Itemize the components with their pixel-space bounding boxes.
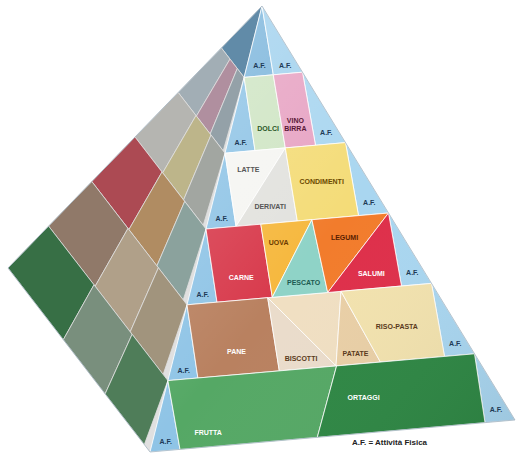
- food-group: CARNE: [229, 274, 254, 282]
- activity-marker: A.F.: [363, 199, 375, 207]
- food-group: ORTAGGI: [348, 394, 380, 402]
- food-group: FRUTTA: [194, 429, 221, 437]
- legend-note: A.F. = Attività Fisica: [352, 438, 427, 447]
- food-label: DERIVATI: [254, 203, 286, 211]
- food-label: SALUMI: [358, 270, 385, 278]
- food-group: RISO-PASTA: [376, 323, 418, 331]
- food-label: LATTE: [237, 166, 259, 174]
- pyramid-outline: [8, 6, 515, 452]
- activity-marker: A.F.: [253, 62, 265, 70]
- food-label: PESCATO: [287, 279, 320, 287]
- activity-marker: A.F.: [406, 269, 418, 277]
- food-label: PATATE: [343, 350, 369, 358]
- food-label: CARNE: [229, 274, 254, 282]
- activity-marker: A.F.: [320, 129, 332, 137]
- food-label: FRUTTA: [194, 429, 221, 437]
- activity-marker: A.F.: [235, 139, 247, 147]
- food-label: RISO-PASTA: [376, 323, 418, 331]
- activity-marker: A.F.: [159, 438, 171, 446]
- activity-marker: A.F.: [449, 340, 461, 348]
- food-group: LEGUMI: [331, 234, 358, 242]
- activity-marker: A.F.: [279, 62, 291, 70]
- food-group: VINO BIRRA: [282, 117, 308, 133]
- activity-marker: A.F.: [490, 406, 502, 414]
- food-label: ORTAGGI: [348, 394, 380, 402]
- food-label: LEGUMI: [331, 234, 358, 242]
- food-label: VINO BIRRA: [282, 117, 308, 133]
- food-label: DOLCI: [257, 125, 279, 133]
- food-group: SALUMI: [358, 270, 385, 278]
- food-group: UOVA: [269, 239, 289, 247]
- food-group: CONDIMENTI: [300, 178, 344, 186]
- food-group: BISCOTTI: [285, 355, 318, 363]
- food-group: DOLCI: [257, 125, 279, 133]
- food-label: PANE: [227, 348, 246, 356]
- food-group: PATATE: [343, 350, 369, 358]
- food-group: LATTE: [237, 166, 259, 174]
- face-sheen: [150, 6, 515, 452]
- food-group: PESCATO: [287, 279, 320, 287]
- food-label: CONDIMENTI: [300, 178, 344, 186]
- food-group: DERIVATI: [254, 203, 286, 211]
- food-label: BISCOTTI: [285, 355, 318, 363]
- activity-marker: A.F.: [196, 291, 208, 299]
- activity-marker: A.F.: [177, 367, 189, 375]
- food-group: PANE: [227, 348, 246, 356]
- activity-marker: A.F.: [216, 215, 228, 223]
- food-label: UOVA: [269, 239, 289, 247]
